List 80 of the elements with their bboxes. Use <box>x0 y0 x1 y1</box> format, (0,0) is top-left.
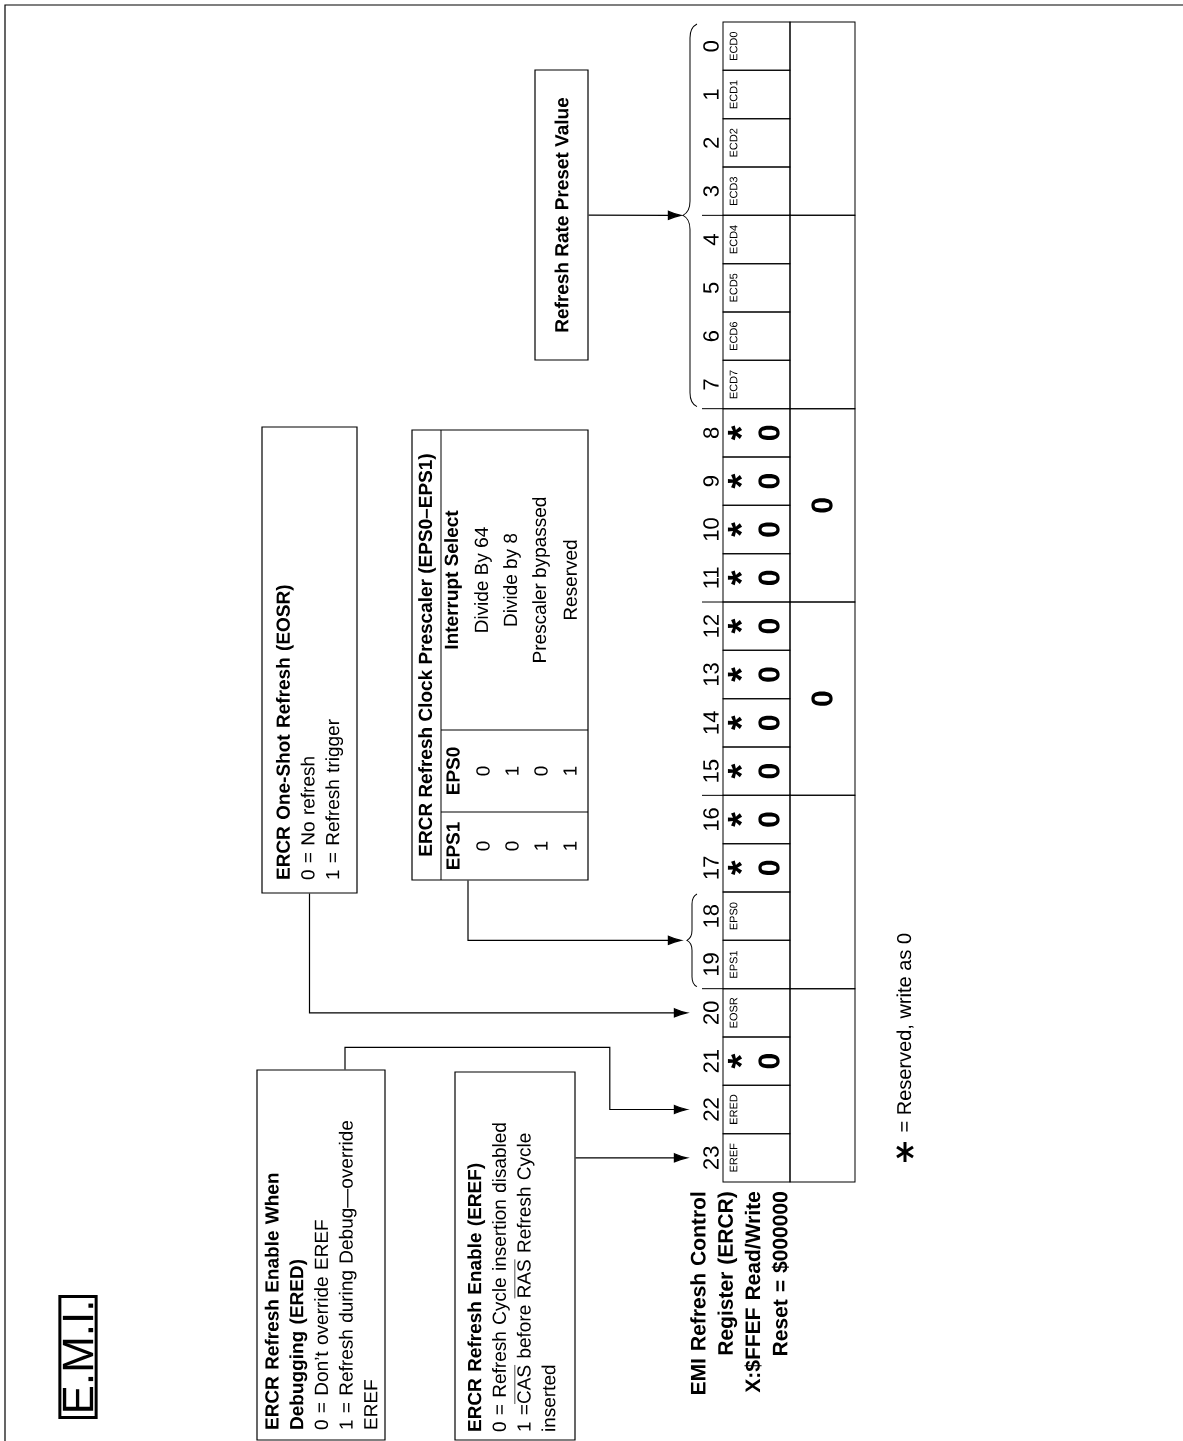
bit-cell: ECD4 <box>722 214 791 265</box>
bit-cell: * 0 <box>722 1036 791 1086</box>
bit-number: 9 <box>703 476 719 487</box>
brace <box>686 893 698 988</box>
table-cell: Divide By 64 <box>474 527 492 632</box>
bit-cell: EREF <box>722 1133 791 1183</box>
bit-number: 19 <box>703 953 719 976</box>
bit-cell: EPS0 <box>722 891 791 941</box>
section-tab: E.M.I. <box>58 1295 98 1419</box>
bit-cell: * 0 <box>722 649 791 700</box>
bit-number: 1 <box>703 89 719 99</box>
bit-cell: * 0 <box>722 601 791 651</box>
bit-number: 7 <box>703 379 719 390</box>
arrow <box>575 1153 688 1163</box>
text-box: ERCR Refresh Enable When Debugging (ERED) 0 = Don’t override EREF 1 = Refresh during Debug—override EREF <box>256 1069 386 1441</box>
table-cell: Divide by 8 <box>503 533 521 626</box>
arrow <box>588 210 682 220</box>
bit-cell: * 0 <box>722 794 791 845</box>
bit-number: 3 <box>703 186 719 197</box>
table-cell: EPS1 <box>446 822 460 870</box>
table-cell: Interrupt Select <box>444 510 462 649</box>
bit-cell: * 0 <box>722 746 791 796</box>
bit-cell: ECD5 <box>722 263 791 313</box>
table-cell: EPS0 <box>446 747 460 795</box>
table-title: ERCR Refresh Clock Prescaler (EPS0–EPS1) <box>418 454 436 856</box>
table-cell: 0 <box>476 766 490 776</box>
bit-number: 23 <box>703 1146 719 1169</box>
table-cell: Reserved <box>563 540 577 620</box>
bit-cell: * 0 <box>722 504 791 555</box>
table-cell: 0 <box>476 841 490 851</box>
bit-cell: ECD7 <box>722 359 791 410</box>
arrow <box>467 880 682 945</box>
table-cell: 1 <box>563 766 577 775</box>
bit-number: 15 <box>703 759 719 782</box>
bit-number: 6 <box>703 331 719 342</box>
bit-number: 0 <box>703 40 719 52</box>
text-box: ERCR One-Shot Refresh (EOSR) 0 = No refresh 1 = Refresh trigger <box>261 426 358 894</box>
bit-number: 17 <box>703 856 719 879</box>
bit-number: 22 <box>703 1098 719 1121</box>
register-caption: EMI Refresh Control Register (ERCR) X:$FFEF Read/Write Reset = $000000 <box>690 1191 789 1394</box>
table-cell: 1 <box>505 766 519 775</box>
bit-number: 14 <box>703 711 719 734</box>
table-cell: Prescaler bypassed <box>532 497 550 662</box>
bit-cell: ECD1 <box>722 69 791 120</box>
bit-number: 10 <box>703 518 719 541</box>
bit-cell: ERED <box>722 1084 791 1135</box>
bit-number: 8 <box>703 427 719 438</box>
bit-cell: ECD3 <box>722 166 791 216</box>
bit-cell: * 0 <box>722 698 791 748</box>
bit-number: 11 <box>703 567 719 588</box>
arrow <box>344 1046 688 1115</box>
bit-number: 18 <box>703 904 719 927</box>
bit-number: 20 <box>703 1001 719 1024</box>
bit-cell: ECD6 <box>722 311 791 361</box>
text-box: Refresh Rate Preset Value <box>534 69 589 361</box>
arrow <box>308 893 688 1018</box>
bit-cell: ECD2 <box>722 118 791 168</box>
text-box: ERCR Refresh Enable (EREF) 0 = Refresh Cycle insertion disabled $\begin{array}[t]{@{}l@{}}\text{1 =}\overline{\text{CAS}}\text{ before }\overline{\text{RAS}}\text{ Refresh Cycle}\\ \text{inserted}\end{array}$ <box>454 1071 576 1441</box>
bit-cell: * 0 <box>722 408 791 458</box>
table-cell: 0 <box>505 841 519 851</box>
brace <box>682 23 698 408</box>
bit-number: 2 <box>703 137 719 148</box>
table-cell: 1 <box>563 841 577 850</box>
reset-cell: 0 <box>789 408 856 603</box>
bit-cell: * 0 <box>722 843 791 893</box>
bit-number: 13 <box>703 663 719 686</box>
bit-number: 5 <box>703 282 719 294</box>
reset-cell: 0 <box>789 601 856 796</box>
bit-cell: EOSR <box>722 988 791 1038</box>
bit-number: 21 <box>703 1050 719 1073</box>
table-cell: 0 <box>534 766 548 776</box>
legend-item: = Reserved, write as 0 <box>896 933 914 1162</box>
bit-number: 16 <box>703 808 719 831</box>
table-cell: 1 <box>534 841 548 850</box>
bit-number: 4 <box>703 234 719 246</box>
bit-cell: EPS1 <box>722 939 791 990</box>
bit-cell: * 0 <box>722 456 791 506</box>
bit-cell: * 0 <box>722 553 791 603</box>
bit-number: 12 <box>703 615 719 637</box>
bit-cell: ECD0 <box>722 21 791 71</box>
